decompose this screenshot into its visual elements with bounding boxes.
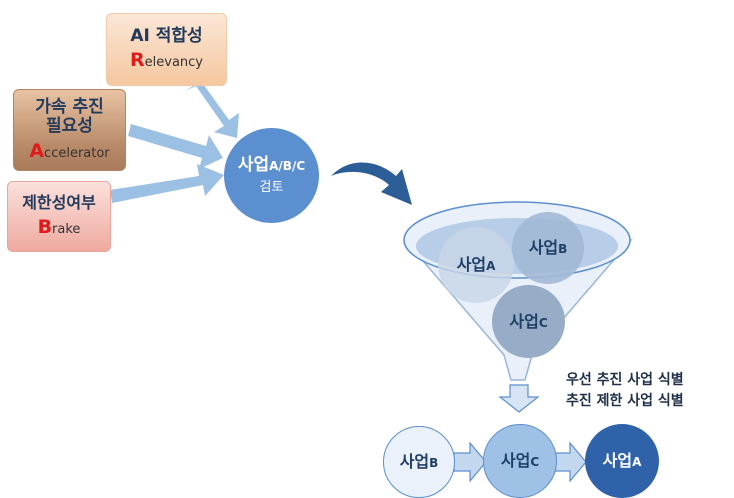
review-label: 사업A/B/C [238, 156, 305, 175]
accelerator-box: 가속 추진 필요성 Accelerator [13, 89, 126, 171]
brake-box: 제한성여부 Brake [7, 181, 111, 252]
brake-lead-letter: B [37, 215, 53, 238]
brake-title: 제한성여부 [22, 193, 96, 213]
sequence-b-suffix: B [429, 456, 439, 471]
funnel-item-c: 사업C [492, 285, 565, 358]
sequence-c-label: 사업 [500, 451, 531, 471]
relevancy-english: Relevancy [130, 49, 203, 72]
arrow-accelerator [128, 124, 223, 169]
funnel-a-suffix: A [486, 259, 496, 274]
seq-arrow-2 [553, 441, 587, 483]
arrow-brake [110, 164, 224, 203]
funnel-item-b: 사업B [512, 212, 584, 284]
review-suffix: A/B/C [269, 159, 306, 173]
funnel-c-label: 사업 [509, 311, 539, 331]
seq-arrow-1 [453, 441, 487, 483]
relevancy-box: AI 적합성 Relevancy [106, 13, 227, 86]
relevancy-lead-letter: R [130, 49, 145, 72]
accelerator-lead-letter: A [29, 139, 45, 162]
review-sub: 검토 [259, 179, 284, 195]
sequence-item-a: 사업A [585, 424, 659, 498]
relevancy-rest: elevancy [144, 55, 203, 71]
review-circle: 사업A/B/C 검토 [224, 128, 319, 223]
sequence-c-suffix: C [530, 455, 540, 470]
curved-arrow [331, 162, 412, 205]
sequence-item-b: 사업B [383, 426, 455, 498]
review-main: 사업 [237, 155, 270, 175]
relevancy-title: AI 적합성 [130, 25, 203, 46]
funnel-item-a: 사업A [438, 227, 514, 303]
accelerator-rest: ccelerator [44, 145, 110, 161]
down-arrow [498, 384, 540, 413]
sequence-a-suffix: A [632, 455, 642, 470]
accelerator-title: 가속 추진 필요성 [35, 96, 104, 137]
sequence-b-label: 사업 [399, 452, 430, 472]
brake-english: Brake [37, 215, 81, 239]
arrow-relevancy [185, 81, 239, 138]
accelerator-english: Accelerator [29, 139, 110, 163]
funnel-c-suffix: C [538, 315, 548, 330]
sequence-a-label: 사업 [602, 451, 633, 471]
funnel-b-label: 사업 [528, 238, 559, 258]
sequence-item-c: 사업C [483, 424, 557, 498]
funnel-b-suffix: B [558, 242, 568, 257]
outcome-text: 우선 추진 사업 식별 추진 제한 사업 식별 [566, 370, 684, 412]
funnel-a-label: 사업 [456, 255, 487, 275]
brake-rest: rake [52, 221, 81, 237]
outcome-line-1: 우선 추진 사업 식별 [566, 372, 684, 388]
outcome-line-2: 추진 제한 사업 식별 [566, 393, 684, 409]
